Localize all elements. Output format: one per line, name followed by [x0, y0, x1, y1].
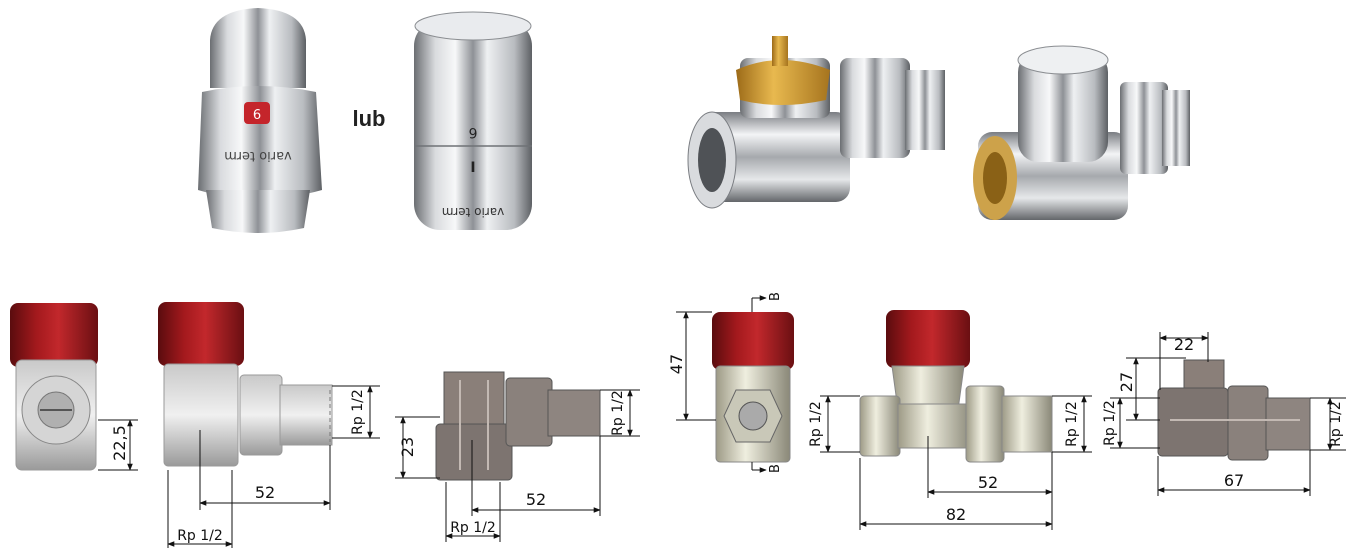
dim-rp-d-right: Rp 1/2 — [1310, 397, 1346, 451]
svg-text:vario term: vario term — [442, 205, 504, 219]
svg-text:Rp 1/2: Rp 1/2 — [450, 520, 496, 536]
dim-23: 23 — [395, 416, 440, 479]
dim-52-b: 52 — [471, 436, 601, 516]
dim-rp-a-side: Rp 1/2 — [332, 385, 380, 439]
drawing-c-side — [859, 310, 1053, 463]
svg-text:Rp 1/2: Rp 1/2 — [610, 390, 626, 436]
dim-rp-b-bottom: Rp 1/2 — [445, 482, 501, 542]
svg-text:52: 52 — [526, 490, 546, 509]
svg-text:Rp 1/2: Rp 1/2 — [177, 528, 223, 544]
dim-rp-c-right: Rp 1/2 — [1052, 395, 1092, 453]
svg-text:6: 6 — [468, 124, 477, 140]
setting-badge — [244, 102, 270, 124]
svg-text:I: I — [470, 160, 475, 176]
dim-52-c: 52 — [927, 436, 1053, 530]
svg-text:22,5: 22,5 — [110, 425, 129, 461]
dim-rp-d-left: Rp 1/2 — [1102, 397, 1160, 449]
dim-22-5: 22,5 — [98, 419, 138, 471]
dim-52-a: 52 — [199, 430, 331, 510]
svg-text:27: 27 — [1117, 372, 1136, 392]
svg-text:vario term: vario term — [224, 148, 292, 163]
dim-67: 67 — [1157, 450, 1311, 496]
svg-text:82: 82 — [946, 505, 966, 524]
dim-rp-c-left: Rp 1/2 — [808, 395, 860, 453]
svg-text:B: B — [768, 464, 783, 473]
dim-22: 22 — [1159, 332, 1209, 390]
svg-text:Rp 1/2: Rp 1/2 — [1328, 401, 1344, 447]
svg-text:Rp 1/2: Rp 1/2 — [1064, 401, 1080, 447]
lockshield-valve-body — [973, 45, 1190, 220]
svg-text:23: 23 — [398, 437, 417, 457]
drawing-b-section — [435, 371, 601, 481]
drawing-a-front — [10, 303, 98, 471]
thermostatic-head-antique: 6 vario term — [198, 8, 322, 233]
svg-text:B: B — [768, 292, 783, 301]
svg-text:6: 6 — [253, 108, 261, 123]
svg-text:52: 52 — [255, 483, 275, 502]
thermostatic-head-classic: 6 I vario term — [414, 11, 532, 230]
connector-word: lub — [353, 106, 386, 131]
dim-rp-a-bottom: Rp 1/2 — [167, 470, 233, 548]
svg-text:47: 47 — [667, 354, 686, 374]
dim-27: 27 — [1117, 357, 1186, 421]
svg-text:Rp 1/2: Rp 1/2 — [350, 389, 366, 435]
svg-text:52: 52 — [978, 473, 998, 492]
thermostatic-valve-body — [687, 36, 945, 209]
svg-text:67: 67 — [1224, 471, 1244, 490]
dim-47: 47 — [667, 311, 716, 421]
drawing-a-side — [158, 302, 333, 467]
svg-text:22: 22 — [1174, 335, 1194, 354]
dim-82: 82 — [859, 458, 1053, 530]
section-marker-b: B B — [751, 292, 783, 473]
drawing-d-section — [1157, 359, 1311, 461]
svg-text:Rp 1/2: Rp 1/2 — [1102, 400, 1118, 446]
svg-text:Rp 1/2: Rp 1/2 — [808, 401, 824, 447]
drawing-c-front — [712, 312, 794, 463]
dim-rp-b-side: Rp 1/2 — [600, 389, 640, 437]
